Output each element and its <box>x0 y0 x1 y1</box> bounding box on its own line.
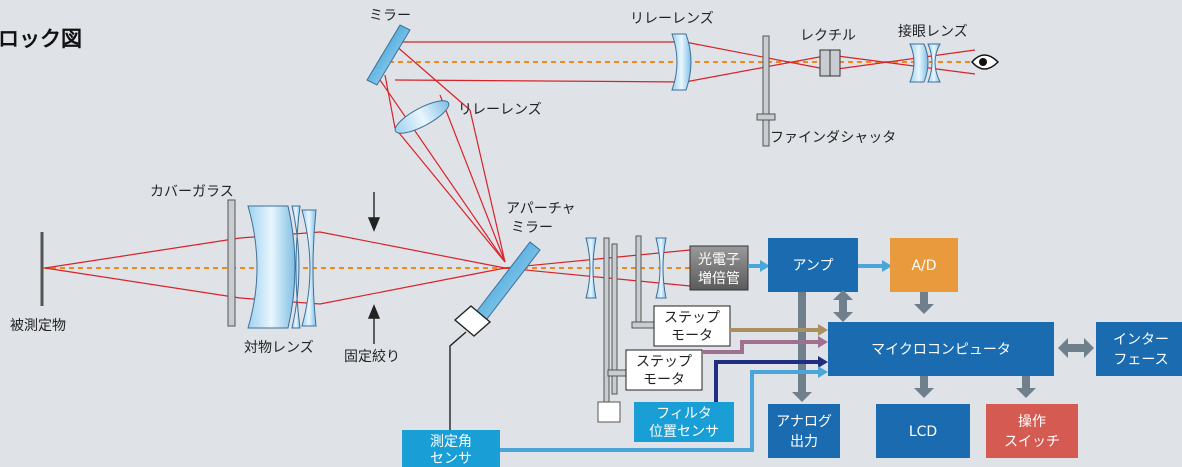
eye-icon <box>971 54 1000 70</box>
light-rays <box>44 41 976 305</box>
pmt-relay-lenses <box>585 237 667 299</box>
fixed-stop <box>367 192 381 344</box>
interface-block <box>1096 322 1182 376</box>
angle-sensor-signal-line <box>500 366 828 452</box>
pmt-label-1: 光電子 <box>698 252 740 268</box>
pmt-box <box>689 245 749 291</box>
step-motor-2-label-b: モータ <box>643 372 685 388</box>
micro-to-switch-arrow <box>1016 376 1036 398</box>
micro-interface-arrow <box>1058 338 1094 358</box>
aperture-mirror-label-2: ミラー <box>511 220 553 236</box>
filter-sensor-label-1: フィルタ <box>656 406 712 422</box>
eyepiece-label: 接眼レンズ <box>898 23 968 40</box>
fixed-stop-label: 固定絞り <box>344 349 400 365</box>
cover-glass <box>227 199 236 327</box>
motor1-signal-line <box>730 324 828 336</box>
amp-block <box>768 238 858 292</box>
switch-block <box>986 404 1078 458</box>
interface-label-1: インター <box>1113 332 1169 348</box>
relay-lens-mid-label: リレーレンズ <box>458 102 542 118</box>
relay-lens-top <box>671 33 692 91</box>
objective-lens <box>247 205 317 329</box>
finder-shutter <box>756 35 776 147</box>
pmt-label-2: 増倍管 <box>698 271 740 287</box>
eyepiece <box>909 43 941 83</box>
filter-sensor-block <box>634 402 734 442</box>
switch-label-2: スイッチ <box>1004 434 1060 450</box>
step-motor-1-box <box>653 305 731 347</box>
lcd-label: LCD <box>909 424 937 440</box>
optical-axes <box>42 61 975 269</box>
finder-shutter-label: ファインダシャッタ <box>770 130 896 146</box>
object-label: 被測定物 <box>10 318 66 334</box>
reticle-label: レクチル <box>800 28 856 44</box>
ad-label: A/D <box>911 258 936 274</box>
angle-sensor-label-1: 測定角 <box>430 434 472 450</box>
aperture-mirror-label-1: アパーチャ <box>506 201 576 217</box>
ad-to-micro-arrow <box>914 292 934 314</box>
mirror <box>366 24 411 86</box>
ad-block <box>890 238 958 292</box>
cover-glass-label: カバーガラス <box>150 184 234 200</box>
relay-lens-mid <box>394 100 450 134</box>
pmt-to-amp-arrow <box>748 260 770 272</box>
step-motor-1-label-b: モータ <box>671 328 713 344</box>
switch-label-1: 操作 <box>1018 414 1046 430</box>
analog-label-1: アナログ <box>776 414 832 430</box>
micro-label: マイクロコンピュータ <box>871 342 1011 358</box>
amp-to-ad-arrow <box>858 260 892 272</box>
relay-lens-top-label: リレーレンズ <box>630 11 714 27</box>
interface-label-2: フェース <box>1113 352 1168 368</box>
amp-label: アンプ <box>792 258 833 274</box>
angle-sensor-label-2: センサ <box>430 451 472 467</box>
amp-to-analog-arrow <box>792 292 812 402</box>
objective-lens-label: 対物レンズ <box>244 340 314 356</box>
angle-sensor-housing <box>449 305 492 430</box>
micro-block <box>828 322 1054 376</box>
filter-sensor-label-2: 位置センサ <box>649 424 719 440</box>
filter-sensor-signal-line <box>714 356 828 402</box>
page-title: ロック図 <box>0 27 82 51</box>
analog-output-block <box>768 404 840 458</box>
motor2-signal-line <box>702 336 828 354</box>
step-motor-2-label-a: ステップ <box>636 354 692 370</box>
mirror-label: ミラー <box>369 8 411 24</box>
analog-label-2: 出力 <box>790 434 818 450</box>
lcd-block <box>876 404 970 458</box>
step-motor-1-label-a: ステップ <box>664 310 720 326</box>
filter-mechanics <box>597 235 657 423</box>
reticle <box>819 49 841 77</box>
step-motor-2-box <box>625 349 703 391</box>
angle-sensor-block <box>402 430 500 467</box>
amp-micro-double-arrow <box>833 290 853 322</box>
micro-to-lcd-arrow <box>914 376 934 398</box>
